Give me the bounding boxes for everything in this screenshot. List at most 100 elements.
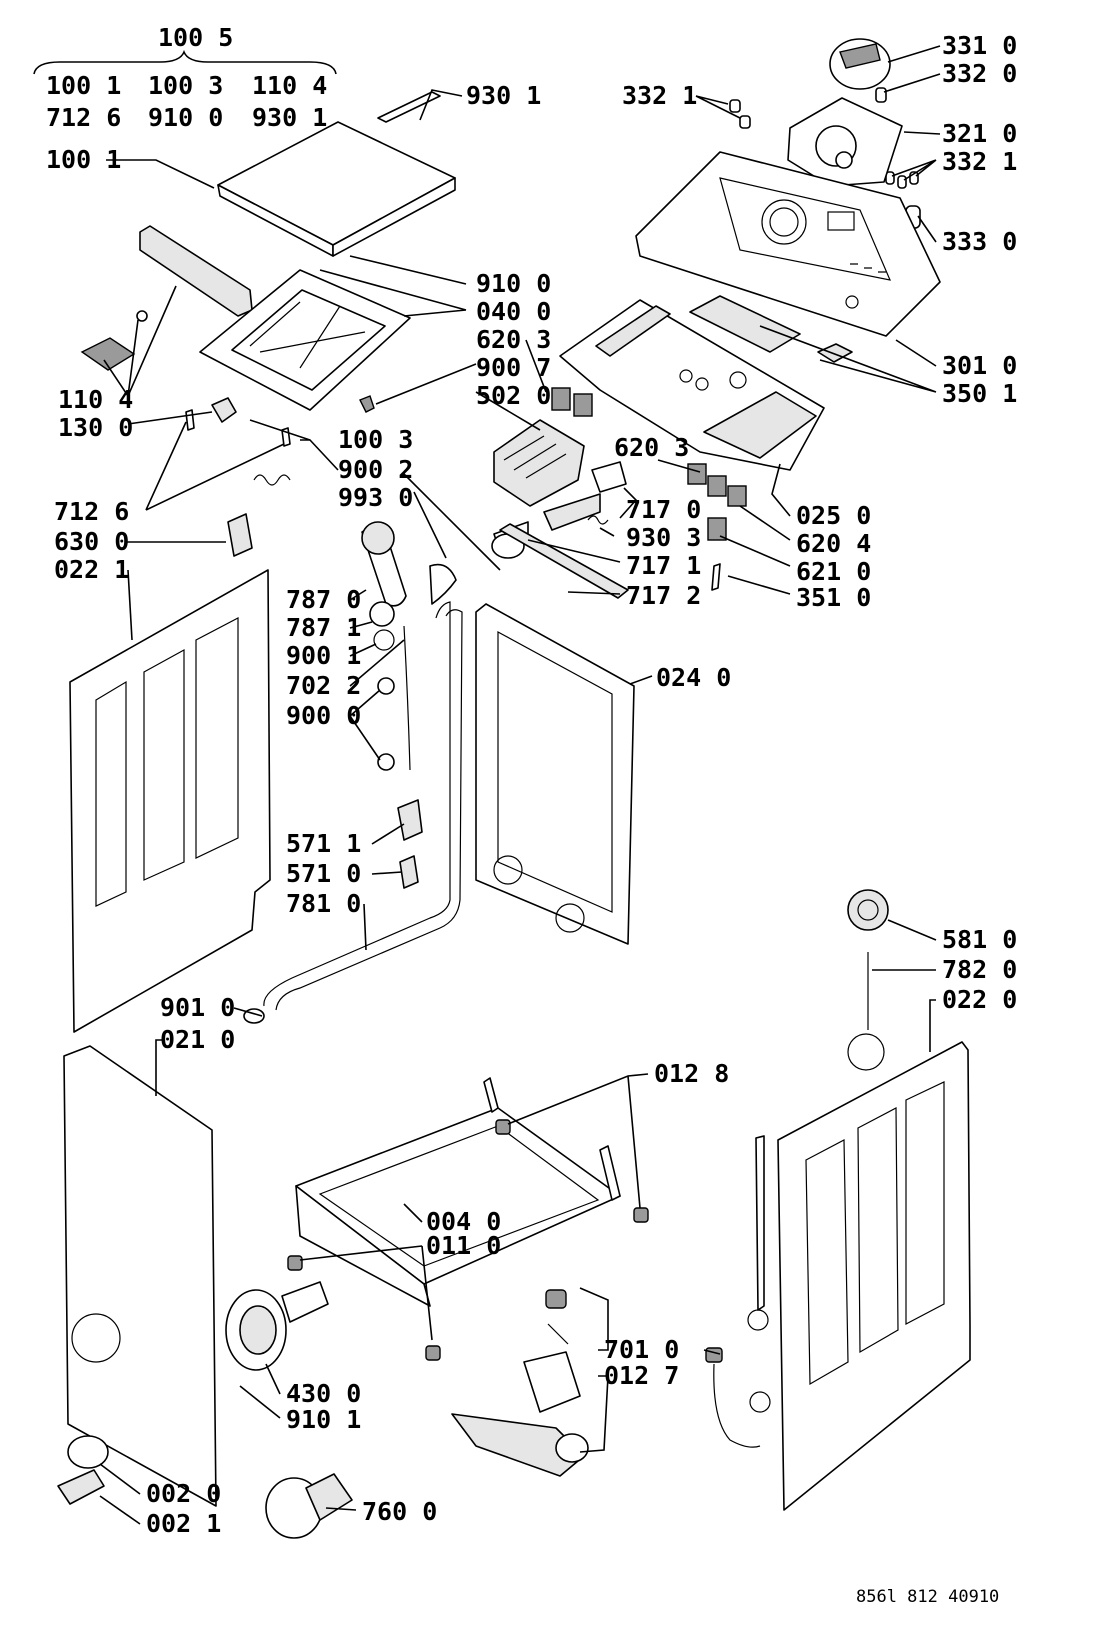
relay-620-3-b xyxy=(573,393,593,417)
label-351-0[interactable]: 351 0 xyxy=(796,583,871,612)
module-502-part xyxy=(493,419,585,507)
handle-strip-part xyxy=(377,91,441,123)
kit-group-header[interactable]: 100 5 xyxy=(158,23,233,52)
program-knob-part xyxy=(829,38,891,90)
hinge-screw-part xyxy=(136,310,148,322)
relay-620-3-c xyxy=(687,463,707,485)
pump-filter-part xyxy=(265,1473,353,1539)
label-430-0[interactable]: 430 0 xyxy=(286,1379,361,1408)
label-782-0[interactable]: 782 0 xyxy=(942,955,1017,984)
top-frame-part xyxy=(199,269,411,411)
label-100-3[interactable]: 100 3 xyxy=(338,425,413,454)
label-331-0[interactable]: 331 0 xyxy=(942,31,1017,60)
label-350-1[interactable]: 350 1 xyxy=(942,379,1017,408)
label-002-0[interactable]: 002 0 xyxy=(146,1479,221,1508)
filter-door-part xyxy=(67,1435,109,1469)
part-labels: 930 1 100 1 332 1 331 0 332 0 321 0 332 … xyxy=(46,31,1017,1607)
label-900-1[interactable]: 900 1 xyxy=(286,641,361,670)
kit-item-930-1[interactable]: 930 1 xyxy=(252,103,327,132)
label-930-3[interactable]: 930 3 xyxy=(626,523,701,552)
filter-door-frame-part xyxy=(57,1469,105,1505)
sump-parts xyxy=(451,1289,589,1477)
base-frame-part xyxy=(295,1077,621,1307)
label-717-1[interactable]: 717 1 xyxy=(626,551,701,580)
label-620-3-a[interactable]: 620 3 xyxy=(476,325,551,354)
label-900-2[interactable]: 900 2 xyxy=(338,455,413,484)
label-024-0[interactable]: 024 0 xyxy=(656,663,731,692)
label-004-0[interactable]: 004 0 xyxy=(426,1207,501,1236)
bracket-900-7 xyxy=(359,395,375,413)
label-993-0[interactable]: 993 0 xyxy=(338,483,413,512)
label-787-0[interactable]: 787 0 xyxy=(286,585,361,614)
shim-part-a xyxy=(689,295,801,353)
label-022-0[interactable]: 022 0 xyxy=(942,985,1017,1014)
label-022-1[interactable]: 022 1 xyxy=(54,555,129,584)
label-002-1[interactable]: 002 1 xyxy=(146,1509,221,1538)
kit-item-100-1[interactable]: 100 1 xyxy=(46,71,121,100)
kit-item-712-6[interactable]: 712 6 xyxy=(46,103,121,132)
top-lid-part xyxy=(217,121,456,257)
spacer-332-0 xyxy=(875,87,887,103)
label-701-0[interactable]: 701 0 xyxy=(604,1335,679,1364)
spring-part xyxy=(253,474,291,486)
relay-620-3-a xyxy=(551,387,571,411)
kit-item-110-4[interactable]: 110 4 xyxy=(252,71,327,100)
label-901-0[interactable]: 901 0 xyxy=(160,993,235,1022)
label-332-1-right[interactable]: 332 1 xyxy=(942,147,1017,176)
label-333-0[interactable]: 333 0 xyxy=(942,227,1017,256)
right-side-panel-part xyxy=(777,1041,971,1511)
part-drawings xyxy=(57,38,971,1539)
front-panel-part xyxy=(63,1045,217,1507)
label-717-2[interactable]: 717 2 xyxy=(626,581,701,610)
label-012-7[interactable]: 012 7 xyxy=(604,1361,679,1390)
label-910-1[interactable]: 910 1 xyxy=(286,1405,361,1434)
label-110-4[interactable]: 110 4 xyxy=(58,385,133,414)
label-332-1-left[interactable]: 332 1 xyxy=(622,81,697,110)
kit-group: 100 5 100 1 100 3 110 4 712 6 910 0 930 … xyxy=(33,23,337,132)
label-571-0[interactable]: 571 0 xyxy=(286,859,361,888)
kit-item-910-0[interactable]: 910 0 xyxy=(148,103,223,132)
label-702-2[interactable]: 702 2 xyxy=(286,671,361,700)
label-621-0[interactable]: 621 0 xyxy=(796,557,871,586)
drawing-number: 856l 812 40910 xyxy=(856,1587,999,1607)
label-787-1[interactable]: 787 1 xyxy=(286,613,361,642)
label-021-0[interactable]: 021 0 xyxy=(160,1025,235,1054)
label-717-0[interactable]: 717 0 xyxy=(626,495,701,524)
label-900-7[interactable]: 900 7 xyxy=(476,353,551,382)
label-781-0[interactable]: 781 0 xyxy=(286,889,361,918)
label-332-0[interactable]: 332 0 xyxy=(942,59,1017,88)
relay-620-3-d xyxy=(707,475,727,497)
relay-620-4 xyxy=(727,485,747,507)
kit-item-100-3[interactable]: 100 3 xyxy=(148,71,223,100)
knob-bezel-part xyxy=(787,97,903,187)
label-760-0[interactable]: 760 0 xyxy=(362,1497,437,1526)
spacer-332-1-b xyxy=(739,115,751,129)
label-321-0[interactable]: 321 0 xyxy=(942,119,1017,148)
electronic-board-part xyxy=(559,299,825,471)
label-581-0[interactable]: 581 0 xyxy=(942,925,1017,954)
leader-lines xyxy=(99,45,941,1525)
label-620-3-b[interactable]: 620 3 xyxy=(614,433,689,462)
rear-panel-part xyxy=(475,523,635,945)
part-630-0 xyxy=(227,513,253,557)
label-930-1-top[interactable]: 930 1 xyxy=(466,81,541,110)
label-011-0[interactable]: 011 0 xyxy=(426,1231,501,1260)
drain-pump-part xyxy=(225,1281,329,1371)
label-012-8[interactable]: 012 8 xyxy=(654,1059,729,1088)
label-100-1[interactable]: 100 1 xyxy=(46,145,121,174)
label-571-1[interactable]: 571 1 xyxy=(286,829,361,858)
label-712-6[interactable]: 712 6 xyxy=(54,497,129,526)
label-040-0[interactable]: 040 0 xyxy=(476,297,551,326)
label-910-0[interactable]: 910 0 xyxy=(476,269,551,298)
label-130-0[interactable]: 130 0 xyxy=(58,413,133,442)
label-301-0[interactable]: 301 0 xyxy=(942,351,1017,380)
front-bezel-part xyxy=(139,225,253,317)
label-620-4[interactable]: 620 4 xyxy=(796,529,871,558)
label-502-0[interactable]: 502 0 xyxy=(476,381,551,410)
label-630-0[interactable]: 630 0 xyxy=(54,527,129,556)
label-025-0[interactable]: 025 0 xyxy=(796,501,871,530)
left-side-panel-part xyxy=(69,569,271,1033)
label-900-0[interactable]: 900 0 xyxy=(286,701,361,730)
relay-621-0 xyxy=(707,517,727,541)
